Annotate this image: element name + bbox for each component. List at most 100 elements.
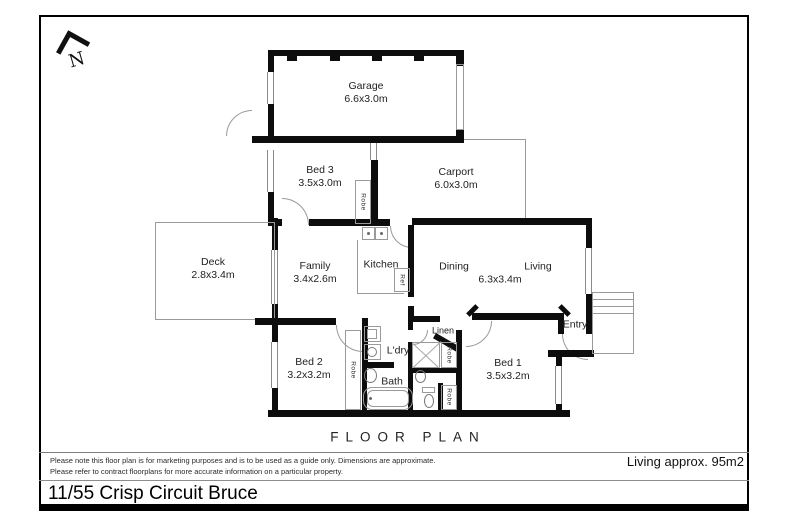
bottom-bar: [39, 504, 749, 511]
laundry-tub: [364, 326, 381, 342]
disclaimer-text: Please note this floor plan is for marke…: [50, 455, 436, 477]
robe-closet: [441, 342, 457, 368]
property-address: 11/55 Crisp Circuit Bruce: [48, 483, 258, 504]
wall-segment: [586, 218, 592, 248]
wall-segment: [268, 104, 274, 136]
wall-segment: [408, 225, 414, 297]
basin: [415, 370, 426, 383]
window: [267, 150, 274, 192]
wall-segment: [309, 219, 390, 226]
plan-title: FLOOR PLAN: [330, 429, 486, 445]
robe-label: Robe: [445, 388, 453, 406]
fridge-space: [394, 268, 410, 292]
window: [370, 143, 377, 160]
kitchen-sink: [375, 227, 388, 240]
wall-segment: [268, 192, 274, 226]
wall-pillar: [330, 52, 340, 61]
room-label-laundry: L'dry: [386, 344, 410, 357]
washing-machine: [364, 344, 381, 360]
wall-pillar: [372, 52, 382, 61]
robe-closet: [355, 180, 371, 224]
window: [267, 72, 274, 104]
toilet-bowl: [424, 394, 434, 408]
deck-outline: [155, 222, 275, 320]
robe-label: Robe: [349, 361, 357, 379]
robe-label: Robe: [445, 346, 453, 364]
shower: [412, 342, 440, 368]
room-label-entry: Entry: [562, 318, 588, 331]
laundry-tub-inner: [367, 329, 377, 339]
north-letter: N: [66, 48, 87, 73]
wall-segment: [252, 136, 464, 143]
footer-separator-top: [39, 452, 749, 453]
wall-segment: [412, 218, 592, 225]
toilet-tank: [422, 387, 435, 393]
bathtub-inner: [367, 390, 409, 407]
dims-label-dining-living: 6.3x3.4m: [478, 273, 522, 286]
living-area-note: Living approx. 95m2: [626, 454, 744, 469]
wall-pillar: [414, 52, 424, 61]
wall-segment: [412, 368, 462, 373]
wall-segment: [558, 320, 564, 334]
wall-segment: [272, 388, 278, 410]
wall-segment: [362, 318, 368, 368]
carport-outline: [464, 139, 526, 140]
window: [555, 366, 562, 404]
wall-segment: [456, 130, 464, 137]
fridge-label: Ref: [398, 274, 406, 286]
wall-segment: [255, 318, 336, 325]
wall-segment: [272, 304, 278, 324]
window: [585, 248, 592, 294]
wall-segment: [586, 294, 592, 334]
disclaimer-line-1: Please note this floor plan is for marke…: [50, 456, 436, 465]
window: [271, 342, 278, 388]
sink-drain: [367, 232, 370, 235]
wall-segment: [456, 50, 464, 66]
kitchen-counter: [357, 293, 404, 294]
basin: [364, 368, 377, 383]
bath-tap: [369, 397, 372, 400]
porch-step: [592, 313, 634, 314]
robe-closet: [345, 330, 361, 410]
sink-drain: [380, 232, 383, 235]
porch-outline: [592, 292, 634, 354]
bathtub: [363, 387, 413, 410]
wall-segment: [272, 324, 278, 342]
room-label-dining: Dining: [439, 260, 469, 273]
wall-segment: [408, 342, 413, 410]
wall-segment: [408, 306, 414, 320]
footer-separator-bottom: [39, 480, 749, 481]
room-label-kitchen: Kitchen: [363, 258, 399, 271]
wall-segment: [268, 50, 274, 72]
wall-segment: [371, 160, 378, 219]
disclaimer-line-2: Please refer to contract floorplans for …: [50, 467, 343, 476]
wall-segment: [438, 383, 443, 410]
wall-segment: [556, 352, 562, 366]
room-label-living: Living: [524, 260, 552, 273]
kitchen-sink: [362, 227, 375, 240]
north-arrow-icon: N: [44, 18, 105, 82]
porch-step: [592, 299, 634, 300]
washing-machine-drum: [367, 347, 377, 357]
wall-segment: [268, 50, 464, 56]
carport-outline: [525, 139, 526, 219]
room-label-bath: Bath: [381, 375, 403, 388]
kitchen-counter: [357, 240, 358, 294]
garage-door: [456, 64, 464, 130]
wall-segment: [268, 410, 570, 417]
wall-segment: [272, 218, 278, 250]
porch-step: [592, 306, 634, 307]
wall-segment: [408, 316, 440, 322]
wall-segment: [362, 362, 394, 368]
wall-segment: [408, 318, 413, 330]
wall-segment: [548, 350, 594, 357]
room-label-linen: Linen: [431, 325, 455, 336]
wall-segment: [472, 313, 564, 320]
